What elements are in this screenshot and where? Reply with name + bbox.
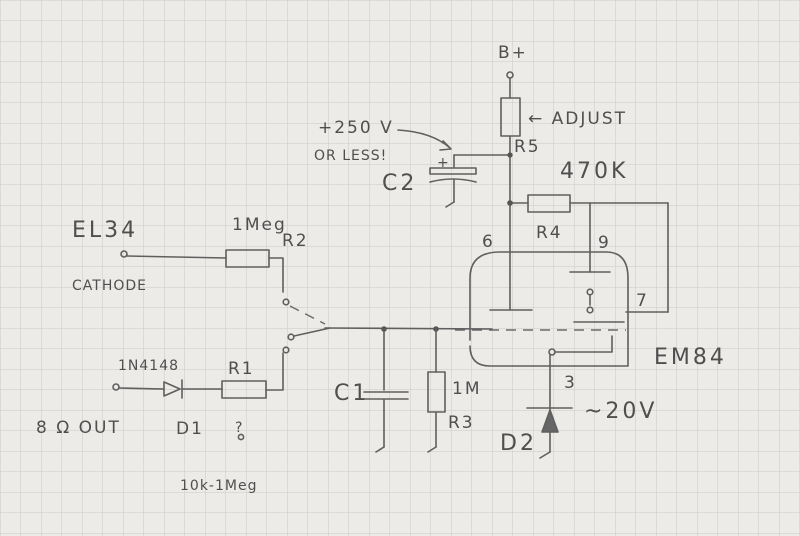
label-d2: D2 [500, 431, 537, 456]
b-plus-terminal [506, 71, 514, 99]
label-r1: R1 [228, 359, 255, 379]
label-20v: ~20V [584, 399, 657, 424]
label-or-less: OR LESS! [314, 148, 387, 164]
label-pin-7: 7 [636, 291, 649, 311]
resistor-r4-network [509, 194, 669, 323]
label-b-plus: B+ [498, 43, 528, 63]
main-bus-wire [324, 327, 493, 330]
r1-wiper [237, 433, 245, 441]
zener-d2 [526, 354, 573, 459]
capacitor-c1 [363, 328, 409, 453]
label-1n4148: 1N4148 [118, 358, 179, 374]
label-question: ? [235, 420, 243, 436]
capacitor-c2 [429, 154, 477, 208]
resistor-r3 [427, 328, 446, 453]
label-c1: C1 [334, 381, 369, 406]
label-adjust: ← ADJUST [528, 109, 627, 129]
label-pin-6: 6 [482, 232, 495, 252]
label-cathode: CATHODE [72, 278, 147, 294]
label-em84: EM84 [654, 345, 727, 370]
el34-cathode-input [120, 250, 227, 259]
label-d1: D1 [176, 419, 204, 439]
selector-switch [282, 298, 331, 354]
voltage-arrow [397, 129, 452, 151]
wire-r2-to-switch [268, 257, 284, 293]
label-c2: C2 [382, 171, 417, 196]
label-r3: R3 [448, 413, 475, 433]
label-pin-3: 3 [564, 373, 577, 393]
label-470k: 470K [560, 159, 628, 184]
label-pin-9: 9 [598, 233, 611, 253]
label-r5: R5 [514, 137, 541, 157]
label-r2: R2 [282, 231, 309, 251]
label-el34: EL34 [72, 218, 138, 243]
em84-tube [455, 251, 629, 367]
diode-d1 [112, 379, 223, 399]
label-1meg: 1Meg [232, 215, 287, 235]
label-r4: R4 [536, 223, 563, 243]
wire-r1-to-switch [265, 352, 284, 391]
label-1m: 1M [452, 379, 481, 399]
label-c2-plus: + [437, 155, 450, 171]
label-8-ohm-out: 8 Ω OUT [36, 418, 121, 438]
node-dot [507, 152, 513, 158]
node-dot [507, 200, 513, 206]
label-250v: +250 V [318, 118, 394, 138]
label-r1-range: 10k-1Meg [180, 478, 257, 494]
